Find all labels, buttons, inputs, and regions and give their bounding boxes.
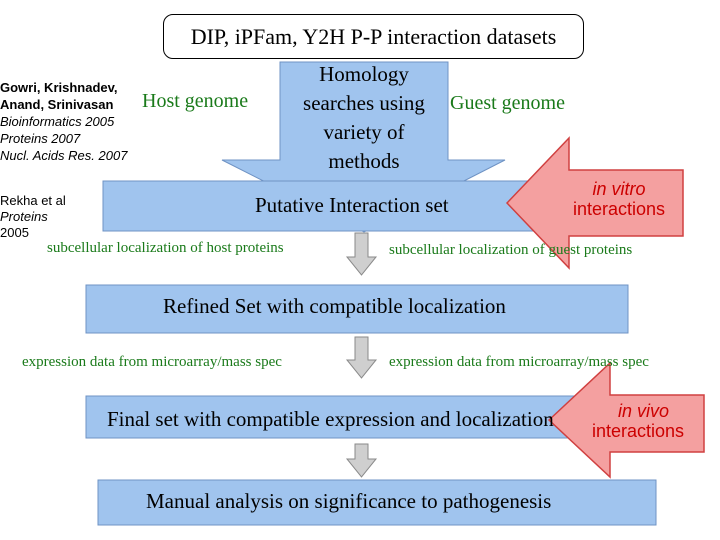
in-vivo-line1: in vivo [618,401,670,421]
refined-set-box [85,284,629,334]
down-arrow-2 [345,336,378,379]
guest-genome-label: Guest genome [450,92,565,114]
homology-arrow-text: Homology searches using variety of metho… [280,60,448,176]
in-vitro-line2: interactions [572,199,666,219]
in-vitro-line1: in vitro [592,179,646,199]
citation2-authors: Rekha et al [0,193,66,208]
citation-gowri: Gowri, Krishnadev, Anand, Srinivasan Bio… [0,79,127,164]
homology-line2: searches using [303,91,425,115]
citation-authors-line2: Anand, Srinivasan [0,97,114,112]
homology-line3: variety of [323,120,405,144]
refined-set-label: Refined Set with compatible localization [163,294,506,318]
citation-authors-line1: Gowri, Krishnadev, [0,80,118,95]
citation2-journal: Proteins [0,209,48,224]
citation-ref2: Proteins 2007 [0,131,81,146]
datasets-title-box: DIP, iPFam, Y2H P-P interaction datasets [163,14,584,59]
final-set-label: Final set with compatible expression and… [107,407,554,431]
homology-line4: methods [328,149,400,173]
guest-localization-label: subcellular localization of guest protei… [389,242,633,258]
manual-analysis-box [97,479,657,526]
citation-ref3-journal: Nucl. Acids Res. [0,148,95,163]
citation2-year: 2005 [0,225,29,240]
citation-ref1: Bioinformatics 2005 [0,114,115,129]
in-vivo-line2: interactions [592,421,685,441]
manual-analysis-label: Manual analysis on significance to patho… [146,489,552,513]
citation-ref3-year: 2007 [94,148,128,163]
host-genome-label: Host genome [142,90,249,112]
putative-set-label: Putative Interaction set [255,193,449,217]
in-vitro-arrow-shape [505,136,684,270]
expression-right-label: expression data from microarray/mass spe… [389,354,649,370]
expression-left-label: expression data from microarray/mass spe… [22,354,282,370]
host-localization-label: subcellular localization of host protein… [47,240,284,256]
homology-line1: Homology [319,62,409,86]
in-vivo-label: in vivo interactions [592,401,710,441]
in-vivo-arrow-shape [547,361,705,479]
in-vitro-label: in vitro interactions [556,179,682,219]
citation-rekha: Rekha et al Proteins 2005 [0,193,66,241]
down-arrow-1 [345,232,378,276]
down-arrow-3 [345,443,378,478]
